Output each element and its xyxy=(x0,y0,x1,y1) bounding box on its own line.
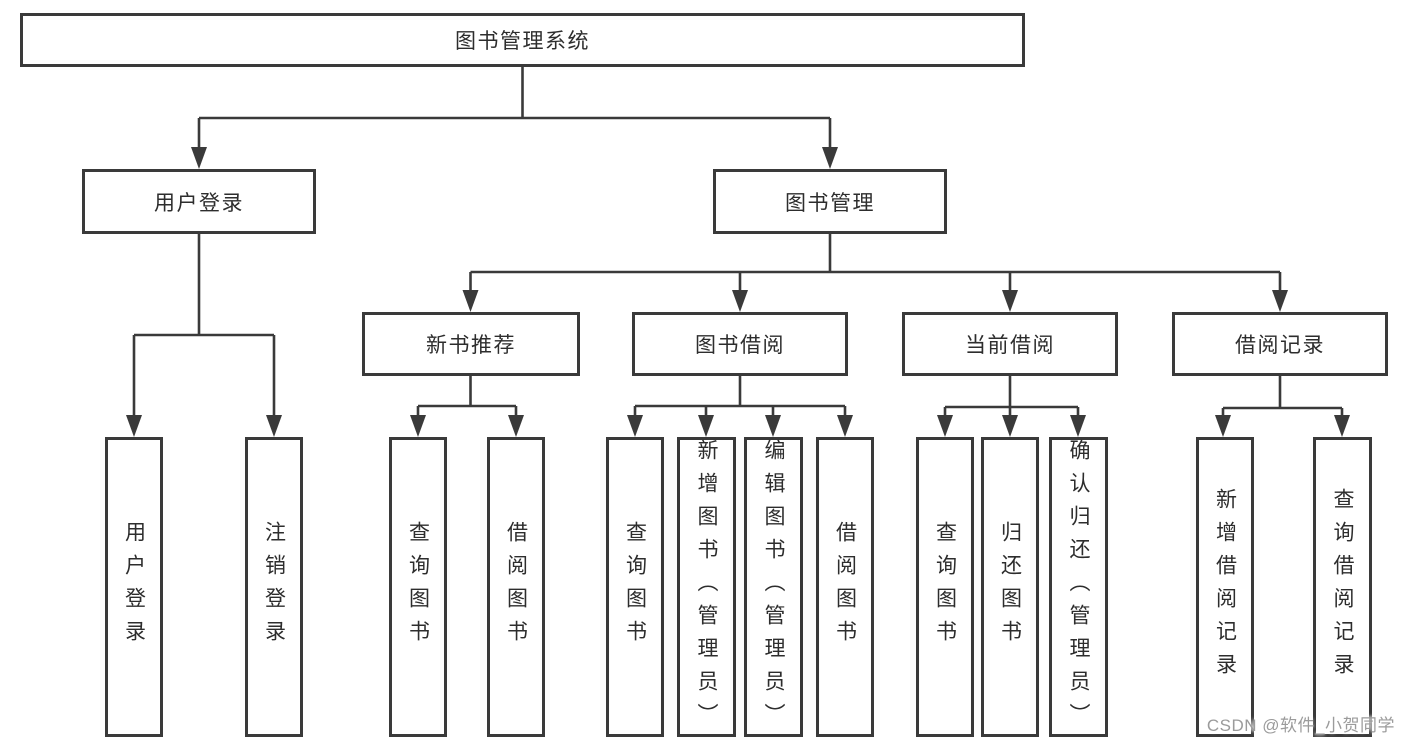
leaf-label: 编辑图书（管理员） xyxy=(762,438,785,736)
leaf-label: 注销登录 xyxy=(262,521,286,653)
leaf-label: 查询图书 xyxy=(623,521,647,653)
leaf-borrow-books-recommend: 借阅图书 xyxy=(487,437,545,737)
leaf-borrow-books: 借阅图书 xyxy=(816,437,874,737)
leaf-edit-book-admin: 编辑图书（管理员） xyxy=(744,437,803,737)
leaf-return-book: 归还图书 xyxy=(981,437,1039,737)
node-label: 图书管理 xyxy=(785,191,875,215)
leaf-query-books-recommend: 查询图书 xyxy=(389,437,447,737)
leaf-query-borrow-record: 查询借阅记录 xyxy=(1313,437,1372,737)
leaf-label: 新增借阅记录 xyxy=(1213,488,1237,686)
node-borrow-records: 借阅记录 xyxy=(1172,312,1388,376)
node-user-login: 用户登录 xyxy=(82,169,316,234)
watermark: CSDN @软件_小贺同学 xyxy=(1206,716,1395,735)
leaf-label: 查询图书 xyxy=(933,521,957,653)
leaf-label: 查询借阅记录 xyxy=(1331,488,1354,686)
node-new-book-recommend: 新书推荐 xyxy=(362,312,580,376)
leaf-query-books-borrow: 查询图书 xyxy=(606,437,664,737)
node-book-borrow: 图书借阅 xyxy=(632,312,848,376)
leaf-label: 新增图书（管理员） xyxy=(695,438,718,736)
node-label: 新书推荐 xyxy=(426,334,516,357)
leaf-label: 借阅图书 xyxy=(504,521,528,653)
node-current-borrow: 当前借阅 xyxy=(902,312,1118,376)
leaf-label: 用户登录 xyxy=(122,521,146,653)
node-book-management: 图书管理 xyxy=(713,169,947,234)
leaf-logout: 注销登录 xyxy=(245,437,303,737)
node-label: 借阅记录 xyxy=(1235,334,1325,357)
node-label: 图书管理系统 xyxy=(455,30,590,53)
node-label: 用户登录 xyxy=(154,191,244,215)
leaf-label: 借阅图书 xyxy=(833,521,857,653)
node-label: 当前借阅 xyxy=(965,334,1055,357)
leaf-add-borrow-record: 新增借阅记录 xyxy=(1196,437,1254,737)
node-library-system: 图书管理系统 xyxy=(20,13,1025,67)
leaf-label: 确认归还（管理员） xyxy=(1067,438,1090,736)
leaf-user-login: 用户登录 xyxy=(105,437,163,737)
leaf-confirm-return-admin: 确认归还（管理员） xyxy=(1049,437,1108,737)
leaf-add-book-admin: 新增图书（管理员） xyxy=(677,437,736,737)
leaf-label: 归还图书 xyxy=(998,521,1022,653)
node-label: 图书借阅 xyxy=(695,334,785,357)
leaf-query-books-current: 查询图书 xyxy=(916,437,974,737)
leaf-label: 查询图书 xyxy=(406,521,430,653)
